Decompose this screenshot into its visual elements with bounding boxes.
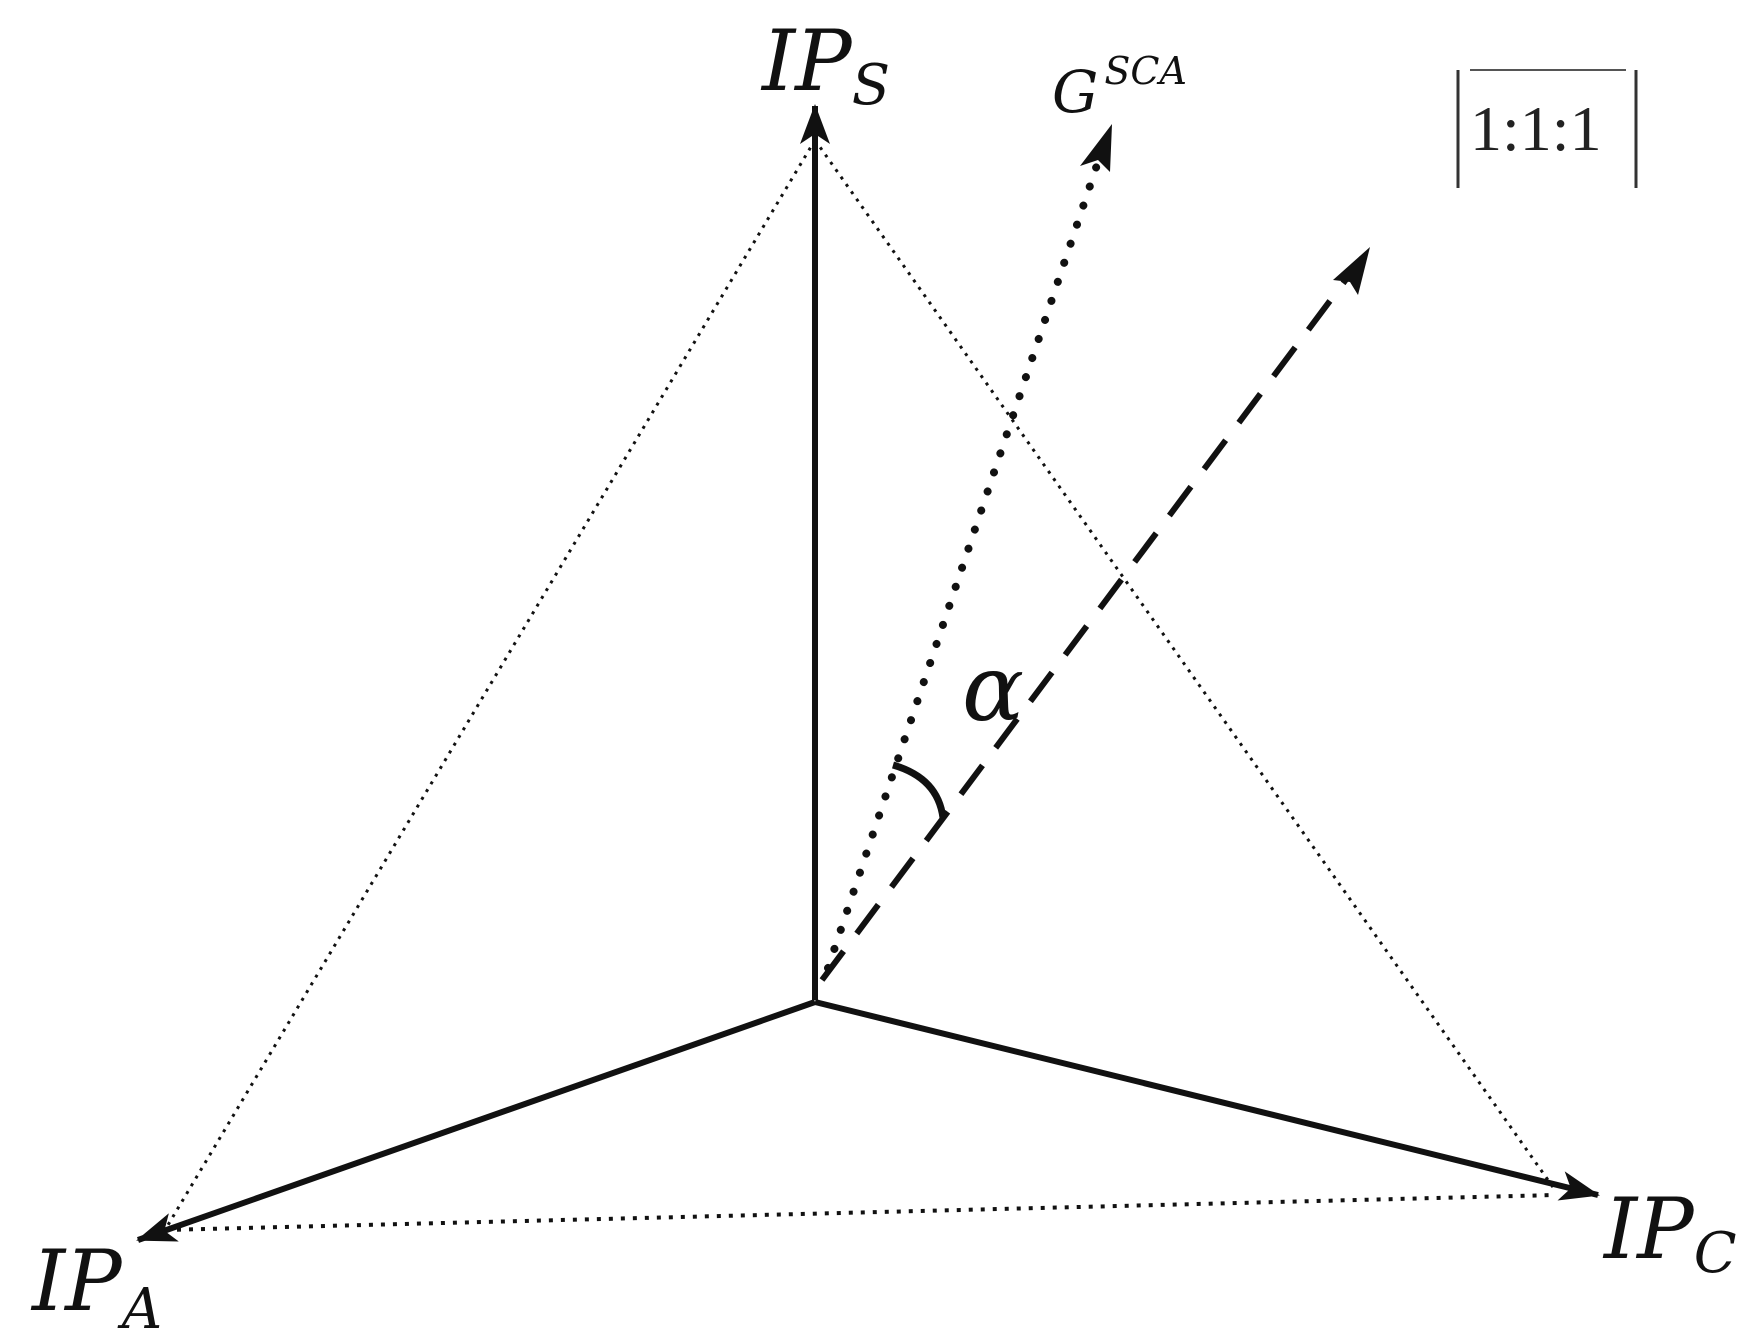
triangle-edge-s-c [813,139,1557,1191]
triangle-edge-a-c [164,1193,1556,1232]
triangle-edge-s-a [163,139,817,1231]
axis-ip-c [814,999,1600,1201]
vector-equal-ratio-arrowhead [1333,247,1370,295]
vector-equal-ratio [819,256,1365,982]
vector-g-sca [824,128,1112,972]
axis-ip-a [136,999,816,1243]
angle-arc [891,761,947,819]
ratio-text: 1:1:1 [1470,93,1602,164]
label-ip-a: IPA [30,1232,162,1342]
label-ip-c: IPC [1602,1180,1737,1286]
label-alpha: α [962,635,1024,742]
label-ip-s: IPS [760,12,890,118]
vector-g-sca-arrowhead [1080,124,1112,172]
label-equal-ratio: 1:1:1 [1456,69,1638,188]
